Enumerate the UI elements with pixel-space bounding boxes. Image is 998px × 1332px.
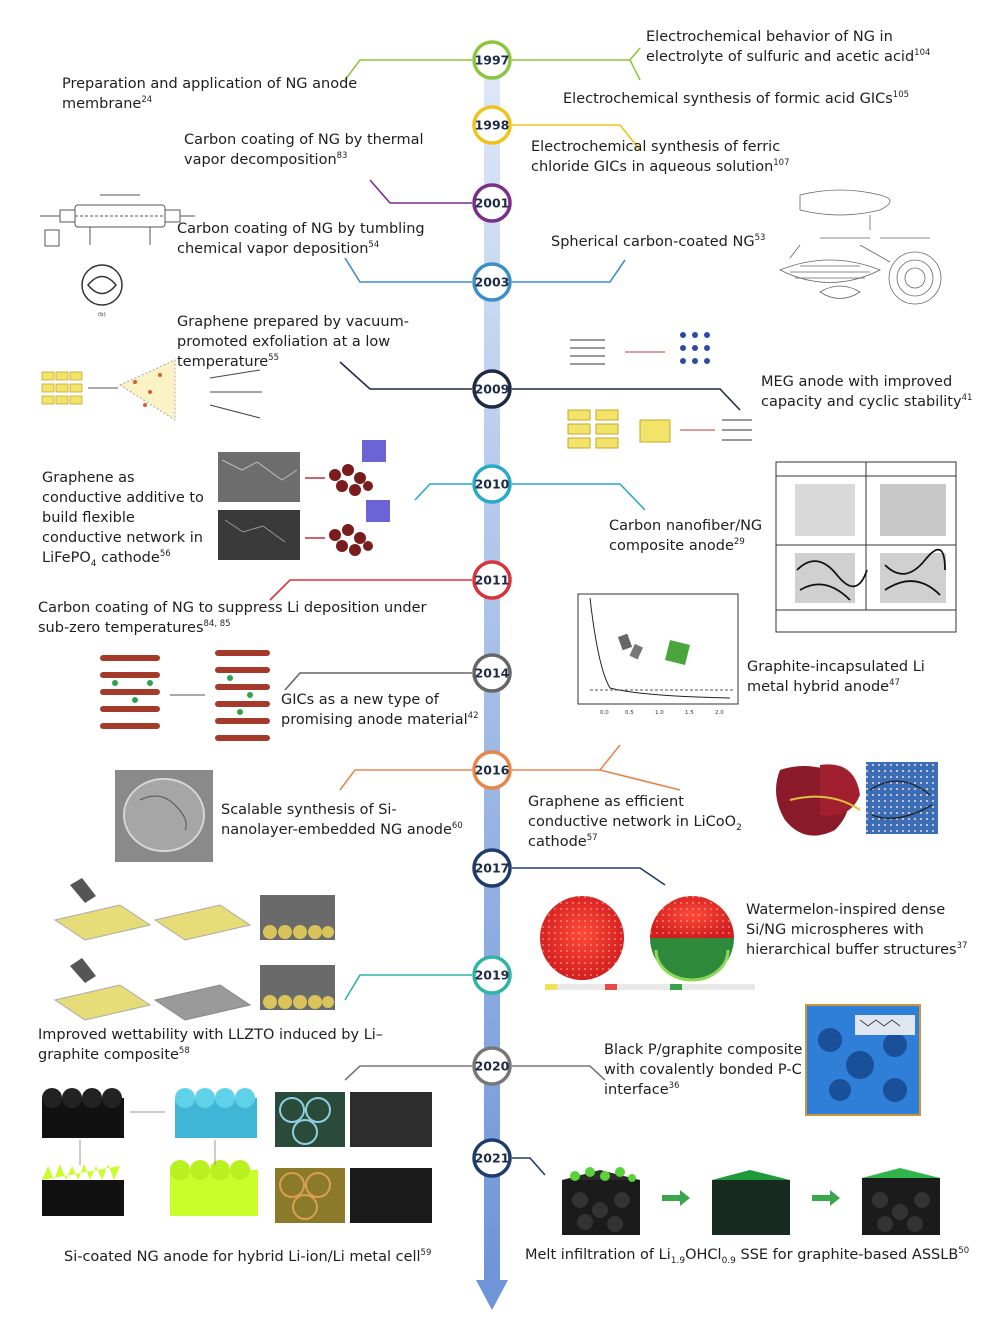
year-node-2014: 2014	[472, 653, 512, 693]
year-circle	[472, 105, 512, 145]
li-hybrid-plot-figure: 0.0 0.5 1.0 1.5 2.0	[577, 593, 739, 716]
event-2019-llzto-wettability: Improved wettability with LLZTO induced …	[38, 1027, 384, 1063]
si-nanolayer-sem-figure	[115, 770, 213, 862]
spherical-ng-figure	[779, 189, 942, 305]
year-circle	[472, 560, 512, 600]
event-1997-anode-membrane: Preparation and application of NG anode …	[62, 76, 358, 112]
connector-lines	[269, 47, 741, 1176]
year-node-2003: 2003	[472, 262, 512, 302]
year-node-2010: 2010	[472, 464, 512, 504]
event-1997-electrochemical-behavior: Electrochemical behavior of NG in electr…	[646, 29, 931, 65]
year-node-2009: 2009	[472, 369, 512, 409]
event-2003-tumbling-cvd: Carbon coating of NG by tumbling chemica…	[177, 221, 425, 257]
year-circle	[472, 464, 512, 504]
year-circle	[472, 262, 512, 302]
si-coated-ng-figure	[42, 1088, 432, 1223]
year-node-2011: 2011	[472, 560, 512, 600]
year-circle	[472, 750, 512, 790]
svg-text:2.0: 2.0	[715, 710, 724, 716]
svg-text:0.5: 0.5	[625, 710, 634, 716]
year-label: 1997	[475, 53, 510, 68]
event-2014-li-metal-hybrid-anode: Graphite-incapsulated Li metal hybrid an…	[747, 659, 925, 695]
year-label: 1998	[475, 118, 510, 133]
event-2016-licoo2-network: Graphene as efficient conductive network…	[528, 794, 742, 850]
year-node-2016: 2016	[472, 750, 512, 790]
year-label: 2021	[475, 1151, 510, 1166]
event-2011-sub-zero-coating: Carbon coating of NG to suppress Li depo…	[38, 600, 427, 636]
year-node-2017: 2017	[472, 848, 512, 888]
li-graphite-coating-figure	[53, 878, 335, 1021]
cnf-composite-figure	[775, 461, 957, 633]
svg-text:1.5: 1.5	[685, 710, 694, 716]
svg-text:(b): (b)	[98, 312, 106, 318]
lifepo4-sem-figure	[218, 440, 390, 560]
year-label: 2017	[475, 861, 510, 876]
year-nodes: 1997 1998 2001 2003 2009 2010 2011 2014 2016 2017…	[472, 40, 512, 1178]
black-p-composite-figure	[805, 1004, 921, 1116]
event-2021-si-coated-ng-hybrid: Si-coated NG anode for hybrid Li-ion/Li …	[64, 1248, 432, 1265]
year-circle	[472, 369, 512, 409]
year-node-1997: 1997	[472, 40, 512, 80]
year-label: 2020	[475, 1059, 510, 1074]
year-label: 2014	[475, 666, 510, 681]
svg-text:0.0: 0.0	[600, 710, 609, 716]
event-2016-si-nanolayer-ng: Scalable synthesis of Si-nanolayer-embed…	[221, 802, 463, 838]
event-2009-vacuum-exfoliation: Graphene prepared by vacuum-promoted exf…	[177, 314, 409, 370]
year-circle	[472, 40, 512, 80]
year-label: 2011	[475, 573, 510, 588]
year-label: 2003	[475, 275, 510, 290]
licoo2-network-figure	[776, 762, 938, 836]
year-circle	[472, 955, 512, 995]
meg-scheme-figure	[567, 332, 752, 449]
event-1998-formic-acid-gics: Electrochemical synthesis of formic acid…	[563, 90, 910, 107]
year-circle	[472, 183, 512, 223]
year-node-2019: 2019	[472, 955, 512, 995]
year-circle	[472, 653, 512, 693]
event-2010-lifepo4-conductive-network: Graphene as conductive additive to build…	[42, 470, 204, 569]
furnace-schematic-figure: (b)	[40, 194, 195, 318]
year-node-2001: 2001	[472, 183, 512, 223]
coated-ng-stack-figure	[100, 650, 270, 741]
event-2009-meg-anode: MEG anode with improved capacity and cyc…	[761, 374, 973, 410]
event-1998-ferric-chloride-gics: Electrochemical synthesis of ferric chlo…	[531, 139, 790, 175]
year-label: 2001	[475, 196, 510, 211]
year-circle	[472, 1046, 512, 1086]
year-label: 2019	[475, 968, 510, 983]
event-2017-watermelon-microspheres: Watermelon-inspired dense Si/NG microsph…	[746, 902, 968, 958]
melt-infiltration-figure	[562, 1167, 940, 1235]
year-label: 2010	[475, 477, 510, 492]
year-label: 2016	[475, 763, 510, 778]
event-2014-gics-anode: GICs as a new type of promising anode ma…	[281, 692, 479, 728]
year-node-2021: 2021	[472, 1138, 512, 1178]
svg-text:1.0: 1.0	[655, 710, 664, 716]
event-2021-melt-infiltration-sse: Melt infiltration of Li1.9OHCl0.9 SSE fo…	[525, 1246, 970, 1266]
event-2003-spherical-carbon-coated-ng: Spherical carbon-coated NG53	[551, 233, 766, 250]
year-circle	[472, 1138, 512, 1178]
exfoliation-figure	[41, 359, 262, 421]
event-2010-carbon-nanofiber-composite: Carbon nanofiber/NG composite anode29	[609, 518, 763, 554]
event-2001-thermal-vapor-decomposition: Carbon coating of NG by thermal vapor de…	[184, 132, 424, 168]
year-node-1998: 1998	[472, 105, 512, 145]
year-circle	[472, 848, 512, 888]
watermelon-spheres-figure	[540, 896, 755, 990]
event-2020-black-p-composite: Black P/graphite composite with covalent…	[604, 1042, 803, 1098]
year-label: 2009	[475, 382, 510, 397]
year-node-2020: 2020	[472, 1046, 512, 1086]
